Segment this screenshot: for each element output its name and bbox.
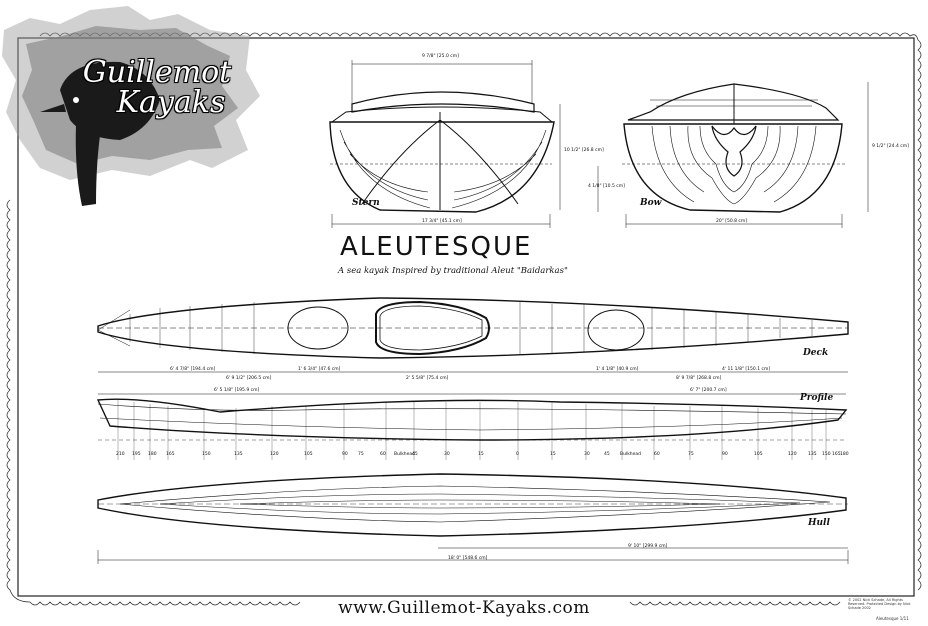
dim-hull-1: 9' 10" [299.9 cm] — [628, 544, 668, 549]
station-label: Bulkhead — [620, 452, 642, 457]
logo-map-blotch — [2, 6, 260, 206]
station-label: 105 — [304, 452, 313, 457]
station-label: 90 — [722, 452, 728, 457]
station-label: 120 — [270, 452, 279, 457]
sheet-number: Aleutesque 1/11 — [876, 616, 909, 621]
station-label: 45 — [412, 452, 418, 457]
profile-label: Profile — [800, 393, 834, 403]
bow-label: Bow — [640, 198, 662, 208]
dim-deck-5: 4' 11 1/8" [150.1 cm] — [722, 367, 771, 372]
station-label: 180 — [840, 452, 849, 457]
hull-label: Hull — [808, 518, 830, 528]
dim-stern-bottom: 17 3/4" [45.1 cm] — [422, 219, 462, 224]
station-label: 45 — [604, 452, 610, 457]
stern-label: Stern — [352, 198, 380, 208]
lace-border — [6, 32, 922, 606]
station-label: 30 — [444, 452, 450, 457]
station-label: 15 — [550, 452, 556, 457]
deck-label: Deck — [803, 348, 829, 358]
dim-deck-1: 6' 4 7/8" [194.4 cm] — [170, 367, 216, 372]
station-label: 105 — [754, 452, 763, 457]
dim-deck-7: 8' 9 7/8" [268.8 cm] — [676, 376, 722, 381]
dim-hull-2: 18' 0" [548.6 cm] — [448, 556, 488, 561]
dim-deck-2: 1' 6 3/4" [47.6 cm] — [298, 367, 341, 372]
inner-frame — [17, 37, 915, 597]
station-label: 180 — [148, 452, 157, 457]
deck-view — [97, 297, 849, 373]
plan-subtitle: A sea kayak Inspired by traditional Aleu… — [338, 266, 568, 276]
hull-view — [97, 473, 849, 564]
station-label: 90 — [342, 452, 348, 457]
plan-title: ALEUTESQUE — [340, 232, 533, 262]
dim-deck-4: 1' 4 1/8" [40.9 cm] — [596, 367, 639, 372]
copyright-note: © 2002 Nick Schade, All Rights Reserved.… — [848, 598, 911, 610]
stern-view — [329, 60, 561, 228]
dim-bow-height-right: 9 1/2" [24.4 cm] — [872, 144, 909, 149]
station-label: 75 — [688, 452, 694, 457]
station-label: Bulkhead — [394, 452, 416, 457]
dim-stern-top: 9 7/8" [25.0 cm] — [422, 54, 459, 59]
dim-profile-2: 6' 7" [200.7 cm] — [690, 388, 727, 393]
bird-beak-icon — [40, 104, 66, 112]
station-label: 135 — [808, 452, 817, 457]
station-label: 0 — [516, 452, 519, 457]
brand-logo-text: Guillemot Kayaks — [82, 58, 232, 118]
station-label: 30 — [584, 452, 590, 457]
dim-stern-height: 10 1/2" [26.8 cm] — [564, 148, 604, 153]
bird-wing-icon — [75, 92, 104, 206]
station-label: 75 — [358, 452, 364, 457]
station-label: 165 — [832, 452, 841, 457]
bird-eye-icon — [73, 97, 79, 103]
dim-bow-width: 20" [50.8 cm] — [716, 219, 748, 224]
station-label: 210 — [116, 452, 125, 457]
website-url[interactable]: www.Guillemot-Kayaks.com — [338, 598, 590, 618]
station-label: 15 — [478, 452, 484, 457]
brand-line2: Kayaks — [116, 85, 226, 120]
brand-line1: Guillemot — [82, 55, 232, 90]
station-label: 195 — [132, 452, 141, 457]
profile-view — [96, 393, 848, 460]
station-label: 135 — [234, 452, 243, 457]
station-label: 150 — [202, 452, 211, 457]
station-label: 60 — [654, 452, 660, 457]
bow-view — [597, 82, 869, 228]
dim-profile-1: 6' 5 1/8" [195.9 cm] — [214, 388, 260, 393]
dim-deck-6: 6' 9 1/2" [206.5 cm] — [226, 376, 272, 381]
station-label: 150 — [822, 452, 831, 457]
station-label: 165 — [166, 452, 175, 457]
dim-bow-height-left: 4 1/8" [10.5 cm] — [588, 184, 625, 189]
station-label: 60 — [380, 452, 386, 457]
dim-deck-3: 2' 5 5/8" [75.4 cm] — [406, 376, 449, 381]
station-label: 120 — [788, 452, 797, 457]
